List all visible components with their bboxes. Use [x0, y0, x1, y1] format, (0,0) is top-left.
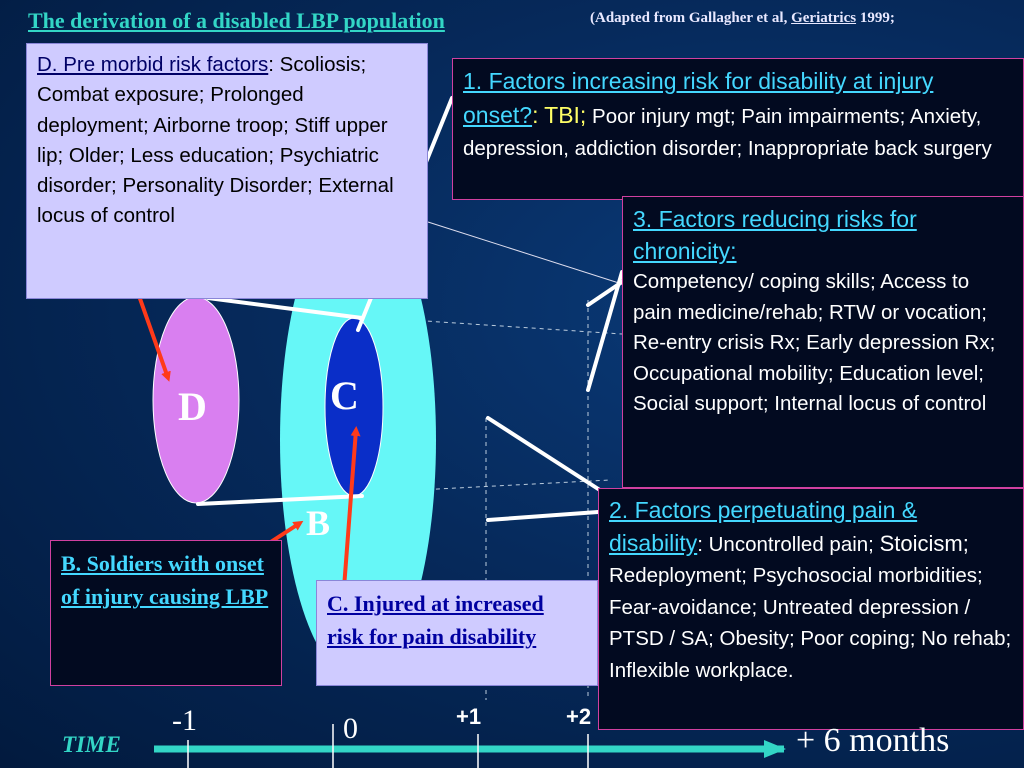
premorbid-risk-box: D. Pre morbid risk factors: Scoliosis; C… — [26, 43, 428, 299]
timeline-ticks — [187, 724, 589, 768]
thin-guide-line — [427, 221, 623, 285]
chronicity-reducing-heading: 3. Factors reducing risks for chronicity… — [633, 206, 917, 264]
premorbid-risk-heading: D. Pre morbid risk factors — [37, 53, 269, 76]
timeline-tick-minus-1: -1 — [172, 704, 197, 737]
chronicity-reducing-body: Competency/ coping skills; Access to pai… — [633, 270, 996, 415]
timeline-axis-label: TIME — [62, 732, 121, 757]
timeline-tick-0: 0 — [343, 712, 358, 745]
citation-prefix: (Adapted from Gallagher et al, — [590, 10, 792, 26]
perpetuating-factors-body-a: Uncontrolled pain; — [708, 532, 874, 556]
onset-risk-body: Poor injury mgt; Pain impairments; Anxie… — [463, 105, 992, 160]
perpetuating-factors-heading: 2. Factors perpetuating pain & disabilit… — [609, 497, 918, 556]
onset-risk-colon: : — [532, 102, 539, 128]
perpetuating-factors-colon: : — [697, 532, 703, 556]
premorbid-risk-colon: : — [268, 53, 274, 76]
ellipse-label-d: D — [178, 384, 207, 429]
ellipse-label-b: B — [306, 503, 331, 543]
soldiers-onset-box: B. Soldiers with onset of injury causing… — [50, 540, 282, 686]
citation: (Adapted from Gallagher et al, Geriatric… — [590, 10, 895, 27]
timeline-tick-plus-2: +2 — [566, 704, 592, 729]
increased-risk-line-1: C. Injured at increased — [327, 591, 544, 616]
citation-journal: Geriatrics — [791, 10, 857, 26]
perpetuating-factors-box: 2. Factors perpetuating pain & disabilit… — [598, 488, 1024, 730]
ellipse-label-c: C — [330, 373, 359, 418]
citation-suffix: 1999; — [856, 10, 895, 26]
onset-risk-tbi: TBI; — [544, 102, 587, 128]
slide-title: The derivation of a disabled LBP populat… — [28, 8, 445, 33]
onset-risk-box: 1. Factors increasing risk for disabilit… — [452, 58, 1024, 200]
increased-risk-line-2: risk for pain disability — [327, 624, 537, 649]
chronicity-reducing-box: 3. Factors reducing risks for chronicity… — [622, 196, 1024, 488]
perpetuating-factors-body-b: Redeployment; Psychosocial morbidities; … — [609, 564, 1012, 682]
premorbid-risk-body: Scoliosis; Combat exposure; Prolonged de… — [37, 53, 394, 228]
timeline-tick-plus-1: +1 — [456, 704, 482, 729]
perpetuating-factors-stoicism: Stoicism; — [879, 530, 969, 556]
increased-risk-box: C. Injured at increased risk for pain dis… — [316, 580, 598, 686]
timeline-end-label: + 6 months — [796, 722, 950, 759]
onset-risk-heading: 1. Factors increasing risk for disabilit… — [463, 68, 934, 128]
